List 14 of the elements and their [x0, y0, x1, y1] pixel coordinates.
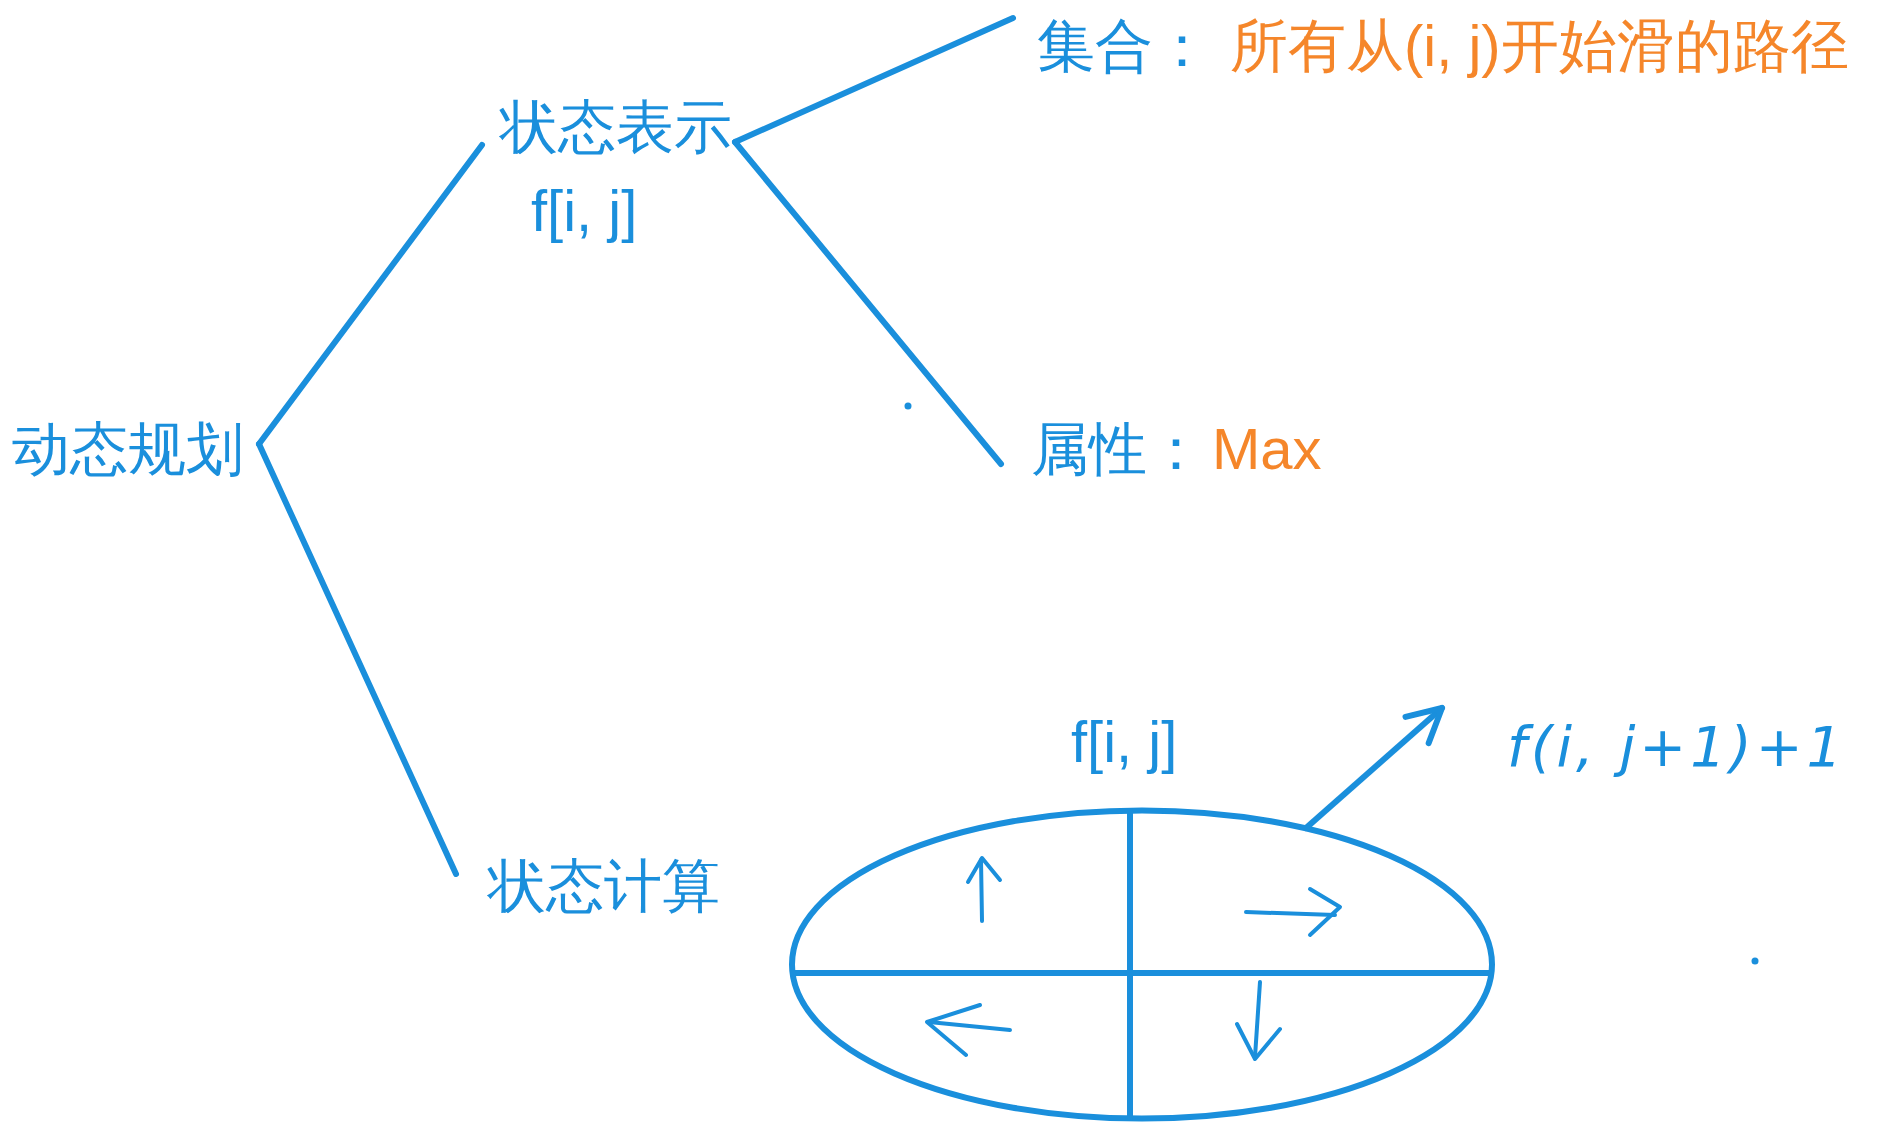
- property-value: 所有从(i, j)开始滑的路径: [1230, 12, 1849, 80]
- branch-line: [732, 139, 1004, 467]
- state-notation: f[i, j]: [1071, 708, 1178, 776]
- root-label: 动态规划: [12, 415, 244, 483]
- branch-line: [732, 15, 1016, 145]
- property-value: Max: [1212, 415, 1322, 483]
- property-label: 属性：: [1031, 415, 1205, 483]
- branch-line: [256, 441, 459, 877]
- branch-label: 状态计算: [488, 852, 720, 920]
- branch-line: [256, 142, 485, 447]
- state-notation: f[i, j]: [531, 177, 638, 245]
- handwritten-formula: f(i, j+1)+1: [1507, 713, 1847, 780]
- property-label: 集合：: [1037, 12, 1211, 80]
- branch-label: 状态表示: [500, 93, 732, 161]
